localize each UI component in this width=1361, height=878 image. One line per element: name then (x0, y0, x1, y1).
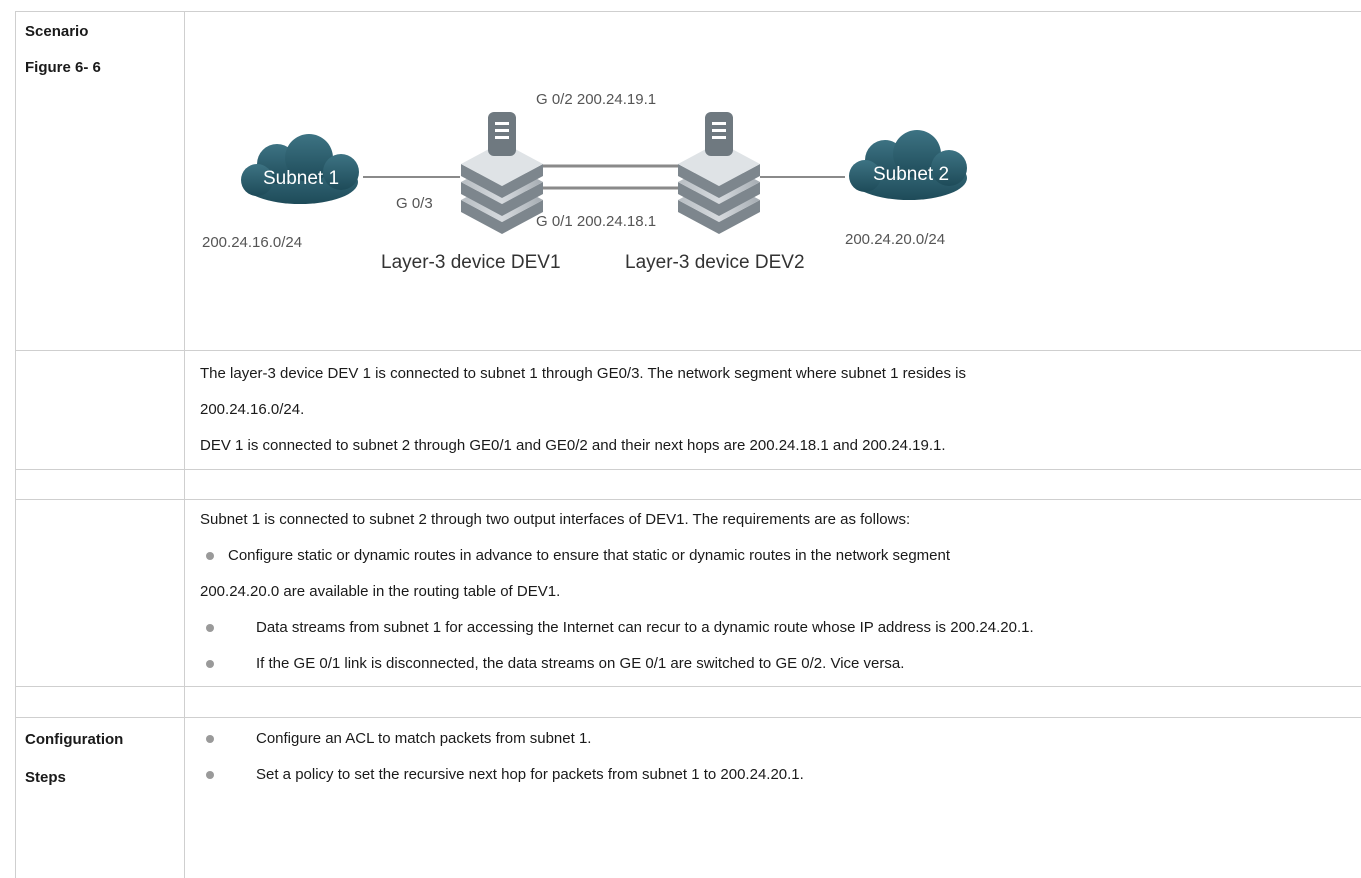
bullet-icon (200, 721, 256, 757)
bullet-icon (200, 646, 256, 682)
requirements-row: Subnet 1 is connected to subnet 2 throug… (15, 500, 1361, 687)
requirement-item-3: If the GE 0/1 link is disconnected, the … (200, 646, 1361, 682)
config-steps-label-2: Steps (25, 769, 66, 786)
config-steps-label-cell: Configuration Steps (15, 718, 185, 878)
scenario-label-cell: Scenario Figure 6- 6 (15, 12, 185, 350)
dev2-label: Layer-3 device DEV2 (625, 252, 805, 273)
scenario-label: Scenario (25, 23, 89, 40)
figure-cell: Subnet 1 Subnet 2 (185, 12, 1361, 350)
requirement-item-1: Configure static or dynamic routes in ad… (200, 538, 1361, 574)
requirements-cell: Subnet 1 is connected to subnet 2 throug… (185, 500, 1361, 686)
config-step-text-1: Configure an ACL to match packets from s… (256, 730, 592, 747)
bullet-icon (200, 610, 256, 646)
empty-label-cell-2 (15, 687, 185, 717)
requirement-text-1b: 200.24.20.0 are available in the routing… (200, 583, 561, 600)
dev2-switch-icon (678, 112, 760, 234)
dev1-label: Layer-3 device DEV1 (381, 252, 561, 273)
empty-label-cell-1 (15, 470, 185, 499)
config-step-text-2: Set a policy to set the recursive next h… (256, 766, 804, 783)
config-steps-row: Configuration Steps Configure an ACL to … (15, 718, 1361, 878)
subnet1-ip-label: 200.24.16.0/24 (202, 234, 302, 251)
subnet1-cloud-icon (241, 134, 359, 204)
networking-label-cell (15, 351, 185, 469)
dev1-switch-icon (461, 112, 543, 234)
config-step-2: Set a policy to set the recursive next h… (200, 757, 1361, 793)
config-steps-cell: Configure an ACL to match packets from s… (185, 718, 1361, 878)
scenario-row: Scenario Figure 6- 6 (15, 12, 1361, 351)
requirement-text-1: Configure static or dynamic routes in ad… (228, 547, 951, 564)
g02-label: G 0/2 200.24.19.1 (536, 91, 656, 108)
networking-paragraph-2: DEV 1 is connected to subnet 2 through G… (200, 437, 946, 454)
config-step-1: Configure an ACL to match packets from s… (200, 721, 1361, 757)
requirements-label-cell (15, 500, 185, 686)
subnet1-label: Subnet 1 (263, 168, 339, 189)
empty-row-1 (15, 470, 1361, 500)
config-table: Scenario Figure 6- 6 (15, 11, 1361, 878)
networking-row: The layer-3 device DEV 1 is connected to… (15, 351, 1361, 470)
requirement-item-2: Data streams from subnet 1 for accessing… (200, 610, 1361, 646)
network-topology-figure: Subnet 1 Subnet 2 (202, 91, 967, 273)
g03-label: G 0/3 (396, 195, 433, 212)
networking-paragraph-1b: 200.24.16.0/24. (200, 401, 305, 418)
subnet2-ip-label: 200.24.20.0/24 (845, 231, 945, 248)
requirement-text-2: Data streams from subnet 1 for accessing… (256, 619, 1034, 636)
requirements-intro: Subnet 1 is connected to subnet 2 throug… (200, 511, 911, 528)
bullet-icon (200, 757, 256, 793)
subnet2-label: Subnet 2 (873, 164, 949, 185)
figure-label: Figure 6- 6 (25, 59, 101, 76)
networking-paragraph-1: The layer-3 device DEV 1 is connected to… (200, 365, 966, 382)
empty-cell-1 (185, 470, 1361, 499)
empty-cell-2 (185, 687, 1361, 717)
subnet2-cloud-icon (849, 130, 967, 200)
empty-row-2 (15, 687, 1361, 718)
requirement-text-3: If the GE 0/1 link is disconnected, the … (256, 655, 905, 672)
g01-label: G 0/1 200.24.18.1 (536, 213, 656, 230)
networking-cell: The layer-3 device DEV 1 is connected to… (185, 351, 1361, 469)
config-steps-label-1: Configuration (25, 731, 124, 748)
bullet-icon (200, 538, 228, 574)
